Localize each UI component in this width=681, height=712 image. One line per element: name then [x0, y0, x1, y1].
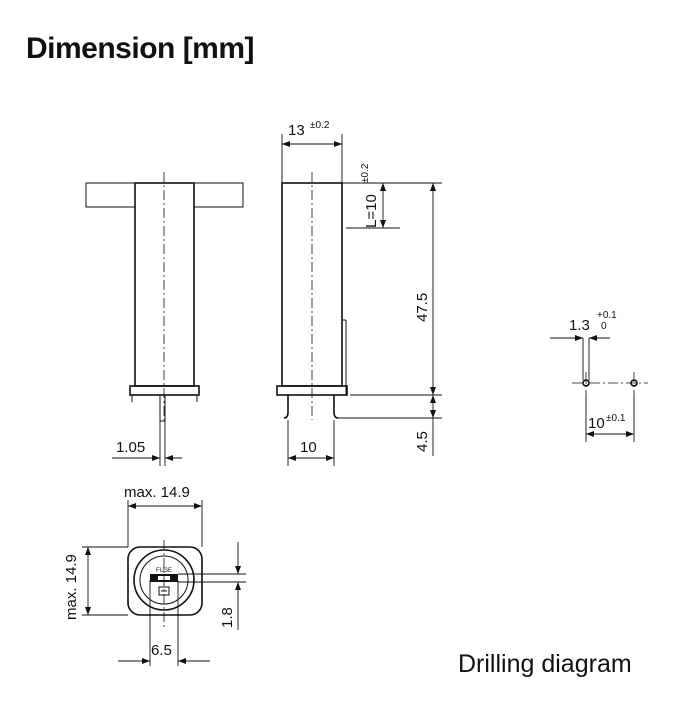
hole-spacing-label: 10	[588, 415, 605, 432]
holder-body	[134, 182, 195, 387]
pin	[159, 394, 166, 422]
pin-width-label: 1.05	[116, 439, 145, 456]
slot-width-label: 1.8	[219, 607, 236, 628]
holder-base	[129, 385, 200, 396]
max-width-label: max. 14.9	[124, 484, 190, 501]
panel-right-section	[193, 182, 244, 208]
cap-width-label: 6.5	[151, 642, 172, 659]
drilling-diagram-caption: Drilling diagram	[458, 650, 632, 678]
hole-spacing-tol: ±0.1	[606, 413, 626, 424]
width-13-tol: ±0.2	[310, 120, 330, 131]
holder-flange	[127, 546, 203, 616]
max-height-label: max. 14.9	[63, 554, 80, 620]
height-label: 47.5	[414, 293, 431, 322]
side-view: 13 ±0.2 10 L=10 ±0.2 47.5 4.5	[276, 120, 442, 466]
drill-hole-right	[630, 379, 638, 387]
length-l-tol: ±0.2	[360, 163, 371, 183]
holder-base-side	[276, 385, 348, 396]
pin-spacing-label: 10	[300, 439, 317, 456]
length-l-label: L=10	[363, 194, 380, 228]
front-view: 1.05	[85, 172, 244, 466]
hole-diameter-tol-lower: 0	[601, 321, 607, 332]
hole-diameter-tol-upper: +0.1	[597, 310, 617, 321]
drill-hole-left	[582, 379, 590, 387]
width-13-label: 13	[288, 122, 305, 139]
drilling-diagram: 1.3 +0.1 0 10 ±0.1	[550, 310, 648, 442]
page-title: Dimension [mm]	[26, 32, 255, 65]
pin-offset-label: 4.5	[414, 431, 431, 452]
top-view: FUSE max. 14.9 max. 14.9 6.5 1.8	[63, 484, 246, 666]
hole-diameter-label: 1.3	[569, 317, 590, 334]
panel-left-section	[85, 182, 136, 208]
